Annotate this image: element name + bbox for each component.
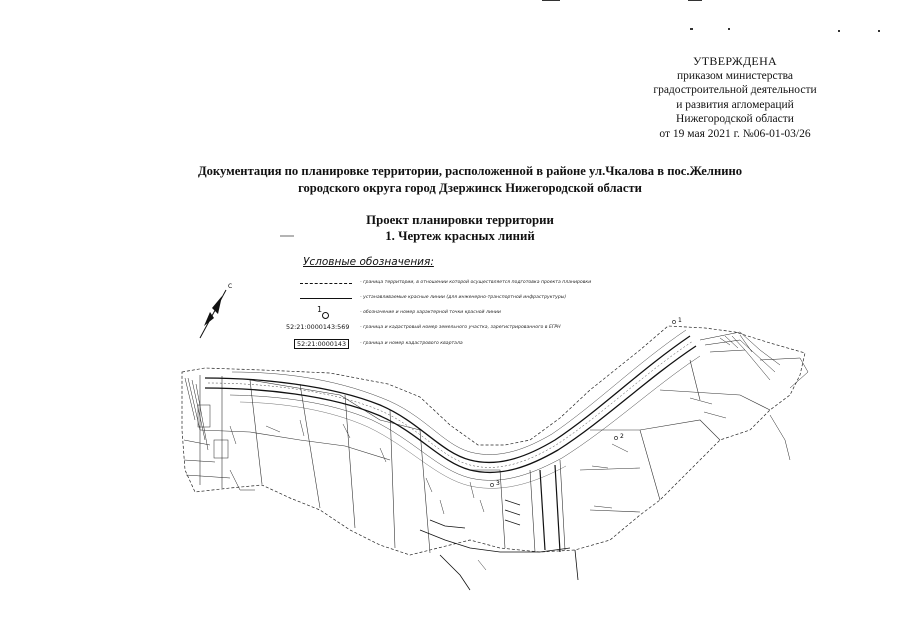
scan-mark xyxy=(542,0,560,1)
drawing-title: 1. Чертеж красных линий xyxy=(385,229,535,243)
legend-desc: - граница территории, в отношении которо… xyxy=(360,280,592,285)
legend-desc: - устанавливаемые красные линии (для инж… xyxy=(360,295,567,300)
point-number-label: 1 xyxy=(317,305,323,314)
legend-desc: - граница и кадастровый номер земельного… xyxy=(360,325,561,330)
west-detail xyxy=(183,377,255,491)
scan-mark xyxy=(878,30,880,32)
approval-line: Нижегородской области xyxy=(676,113,794,126)
approval-line: приказом министерства xyxy=(677,69,793,82)
approval-line: градостроительной деятельности xyxy=(653,84,817,97)
north-arrow-icon: С xyxy=(199,283,232,339)
approval-date: от 19 мая 2021 г. №06-01-03/26 xyxy=(659,127,811,140)
red-line-point-label: 3 xyxy=(496,480,500,487)
point-circle-symbol xyxy=(322,312,329,319)
approval-stamp: УТВЕРЖДЕНА приказом министерства градост… xyxy=(640,54,830,142)
approval-line: и развития агломераций xyxy=(676,98,794,111)
territory-boundary xyxy=(181,325,806,556)
quarter-code-sample: 52:21:0000143 xyxy=(294,339,350,349)
scan-mark xyxy=(688,0,702,1)
solid-line-symbol xyxy=(300,298,352,299)
project-title: Проект планировки территории 1. Чертеж к… xyxy=(300,212,620,244)
legend-desc: - граница и номер кадастрового квартала xyxy=(360,341,463,346)
north-label: С xyxy=(228,283,232,290)
legend-title: Условные обозначения: xyxy=(303,256,434,268)
east-detail xyxy=(699,331,809,461)
project-title-line: Проект планировки территории xyxy=(366,213,554,227)
red-line-point-label: 1 xyxy=(678,317,682,324)
dashed-line-symbol xyxy=(300,283,352,284)
parcel-boundaries xyxy=(199,359,771,554)
document-title-line: Документация по планировке территории, р… xyxy=(197,164,743,178)
scan-mark xyxy=(728,28,730,30)
scan-mark xyxy=(690,28,693,30)
parcel-code-sample: 52:21:0000143:569 xyxy=(286,323,350,331)
road-corridor xyxy=(204,329,701,489)
approval-heading: УТВЕРЖДЕНА xyxy=(692,54,777,68)
red-line-point xyxy=(490,483,494,487)
legend-desc: - обозначение и номер характерной точки … xyxy=(360,310,501,315)
red-line-point-label: 2 xyxy=(620,433,624,440)
red-line-point xyxy=(614,436,618,440)
red-line-point xyxy=(672,320,676,324)
document-title: Документация по планировке территории, р… xyxy=(150,163,790,197)
scan-mark xyxy=(838,30,840,32)
document-title-line: городского округа город Дзержинск Нижего… xyxy=(298,181,642,195)
parcel-number-marks xyxy=(229,397,727,571)
south-detail xyxy=(419,464,579,591)
